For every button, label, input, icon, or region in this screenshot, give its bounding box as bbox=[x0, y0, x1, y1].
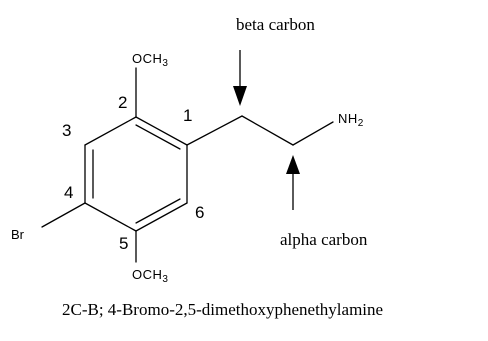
top-methoxy-label: OCH3 bbox=[132, 51, 168, 69]
alpha-arrow-head bbox=[286, 155, 300, 174]
amine-label: NH2 bbox=[338, 111, 364, 129]
beta-carbon-label: beta carbon bbox=[236, 15, 315, 34]
beta-arrow-head bbox=[233, 86, 247, 106]
atom-number-4: 4 bbox=[64, 183, 73, 202]
double-bond-c1-c2 bbox=[135, 124, 181, 150]
atom-number-1: 1 bbox=[183, 106, 192, 125]
bond-c4-bromine bbox=[41, 202, 86, 228]
benzene-ring bbox=[84, 116, 188, 232]
bond-c1-beta-carbon bbox=[186, 115, 243, 146]
atom-number-3: 3 bbox=[62, 121, 71, 140]
bond-c5-c6 bbox=[135, 202, 188, 232]
bottom-methoxy-label: OCH3 bbox=[132, 267, 168, 285]
atom-numbers: 1 2 3 4 5 6 bbox=[62, 93, 204, 253]
bond-c2-c3 bbox=[84, 116, 137, 146]
atom-number-2: 2 bbox=[118, 93, 127, 112]
atom-number-6: 6 bbox=[195, 203, 204, 222]
caption: 2C-B; 4-Bromo-2,5-dimethoxyphenethylamin… bbox=[62, 300, 383, 319]
substituent-labels: OCH3 OCH3 Br NH2 bbox=[11, 51, 364, 285]
bromine-label: Br bbox=[11, 227, 25, 242]
substituent-bonds bbox=[41, 67, 334, 263]
atom-number-5: 5 bbox=[119, 234, 128, 253]
alpha-arrow bbox=[286, 155, 300, 210]
bond-alpha-amine bbox=[292, 121, 334, 146]
beta-arrow bbox=[233, 50, 247, 106]
double-bond-c5-c6 bbox=[135, 198, 181, 224]
bond-c1-c2 bbox=[135, 116, 188, 146]
bond-c4-c5 bbox=[84, 202, 137, 232]
alpha-carbon-label: alpha carbon bbox=[280, 230, 368, 249]
bond-beta-alpha bbox=[241, 115, 294, 146]
